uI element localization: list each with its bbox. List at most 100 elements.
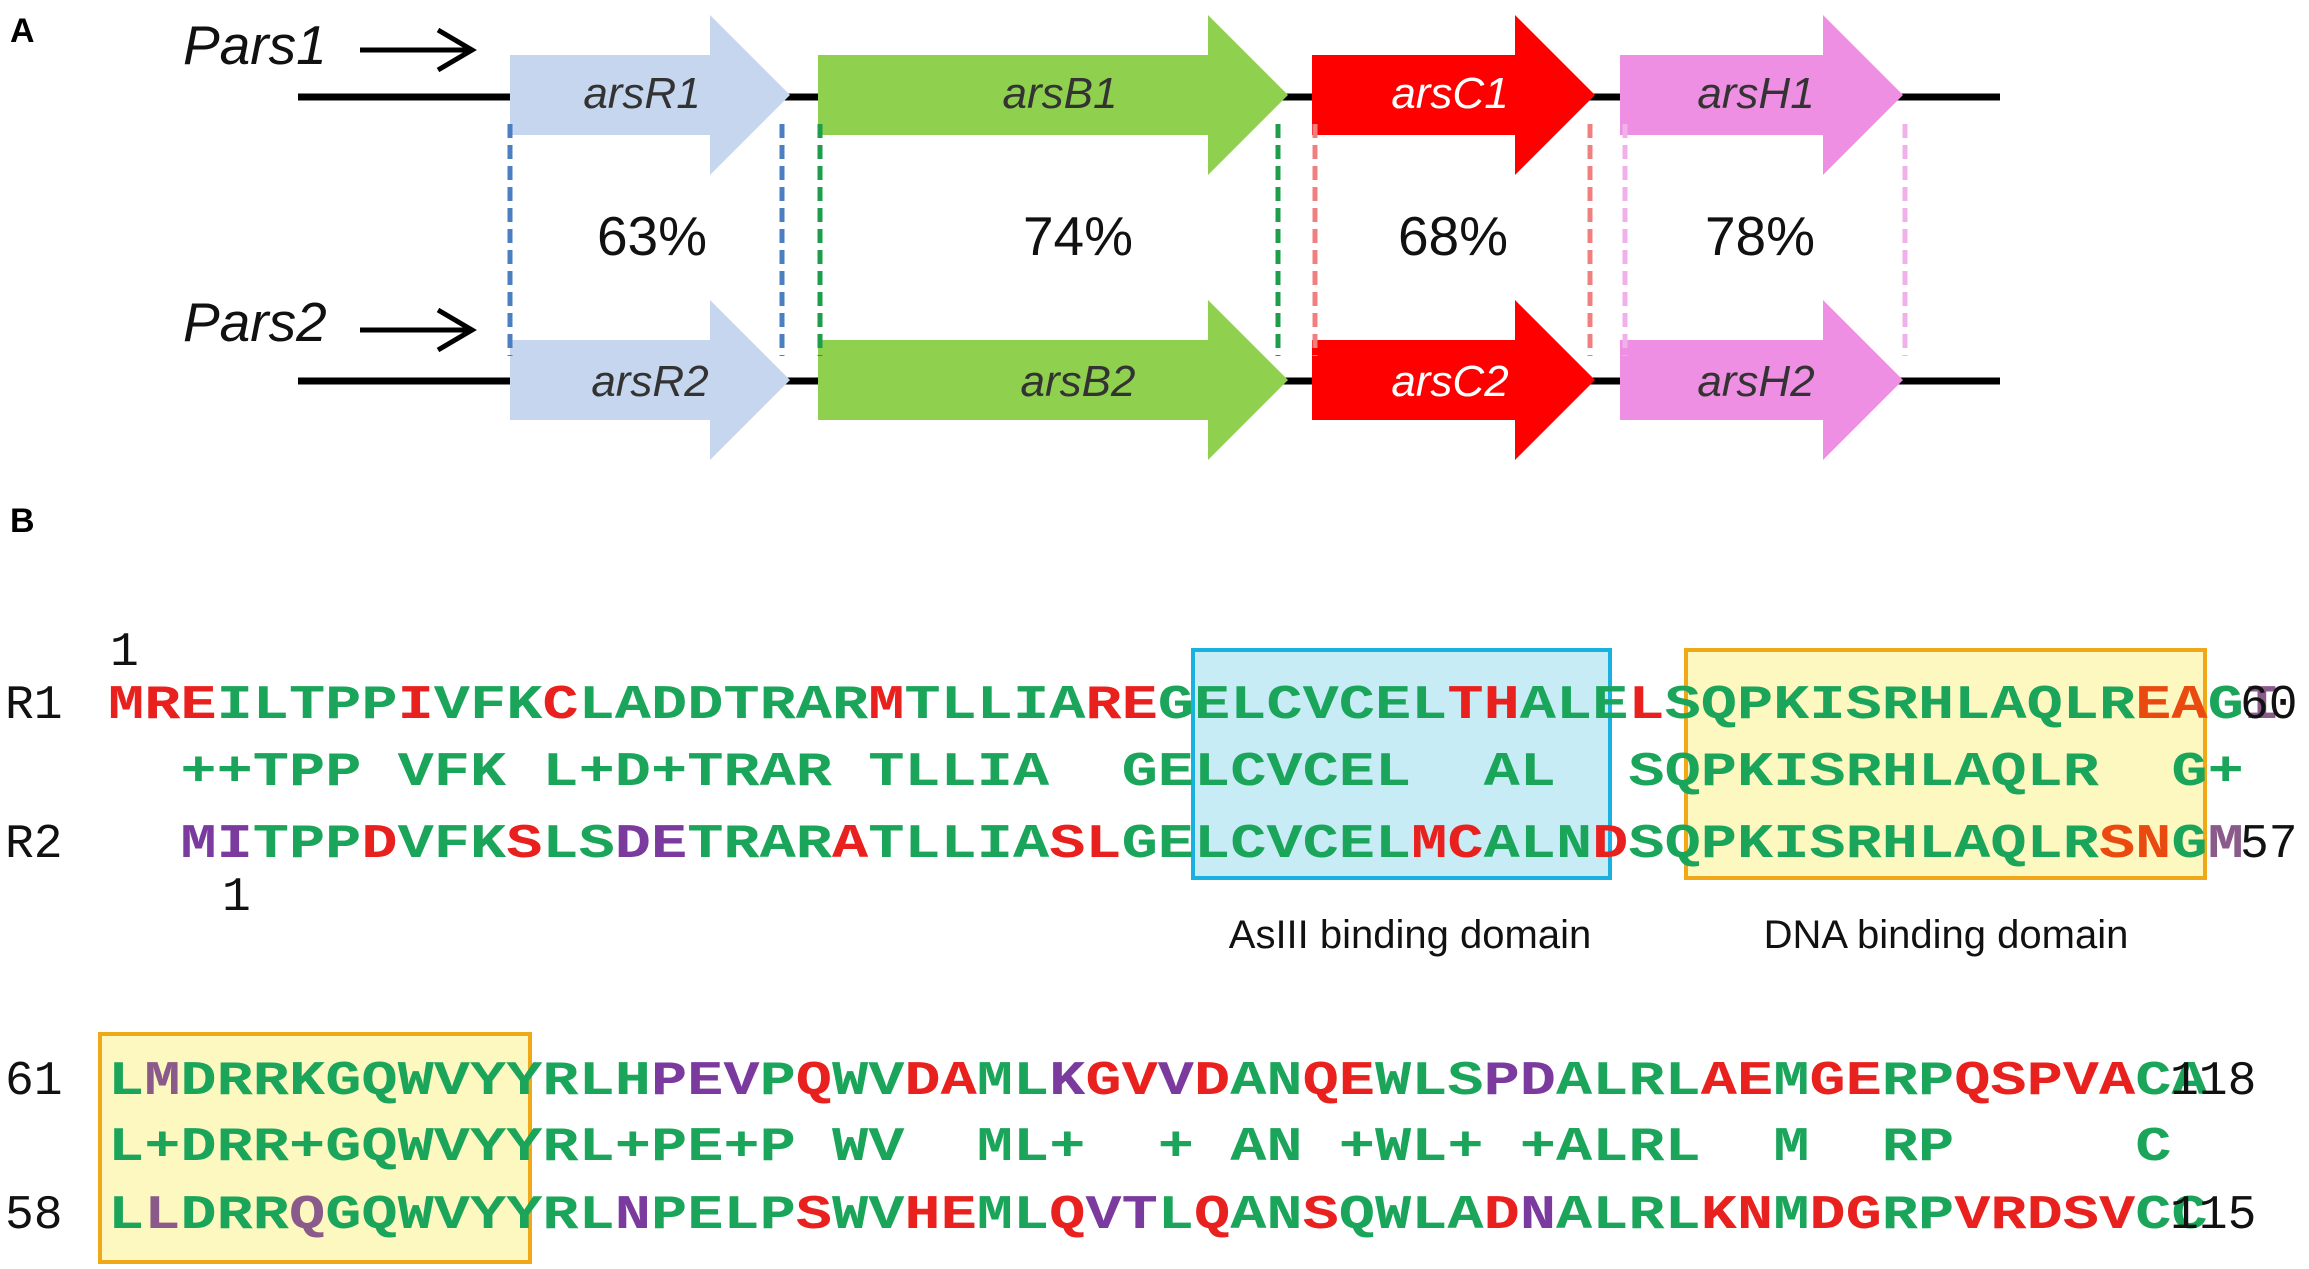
residue-segment: PEV	[651, 1055, 760, 1109]
residue-segment: Q	[1194, 1189, 1230, 1243]
residue-segment: TH	[1447, 679, 1519, 733]
residue-segment: WLA	[1375, 1189, 1484, 1243]
promoter-arrow-icon	[360, 307, 477, 353]
r2-row-name: R2	[5, 818, 63, 872]
residue-segment: WV	[832, 1055, 905, 1109]
residue-segment: MC	[1411, 818, 1483, 872]
residue-segment: K	[1049, 1055, 1085, 1109]
promoter-arrow-icon	[360, 27, 477, 73]
residue-segment: CC	[2135, 1189, 2207, 1243]
residue-segment: MRE	[108, 679, 217, 733]
residue-segment: L	[108, 1055, 144, 1109]
residue-segment: ALN	[1484, 818, 1593, 872]
panel-a: A Pars1 Pars2 arsR1 arsB1 arsC1 arsH1 ar…	[10, 12, 2000, 460]
identity-arsh: 78%	[1705, 205, 1815, 267]
residue-segment: QSPVA	[1954, 1055, 2135, 1109]
residue-segment: MI	[180, 818, 252, 872]
residue-segment: GELCVCEL	[1158, 679, 1448, 733]
gene-label-arsr2: arsR2	[591, 357, 708, 406]
residue-segment: M	[868, 679, 904, 733]
residue-segment: QE	[1303, 1055, 1375, 1109]
gene-label-arsc1: arsC1	[1391, 69, 1508, 118]
residue-segment: DA	[904, 1055, 977, 1109]
r1-start-position-block2: 61	[5, 1055, 63, 1109]
r2-start-position: 1	[222, 871, 251, 925]
r1-end-position-block2: 118	[2170, 1055, 2256, 1109]
residue-segment: L	[144, 1189, 180, 1243]
residue-segment: SQPKISRHLAQLR	[1628, 818, 2099, 872]
residue-segment: VRDSV	[1954, 1189, 2135, 1243]
gene-label-arsh1: arsH1	[1697, 69, 1814, 118]
residue-segment: KN	[1701, 1189, 1773, 1243]
identity-arsr: 63%	[597, 205, 707, 267]
residue-segment: S	[1303, 1189, 1339, 1243]
r1-end-position: 60	[2240, 679, 2298, 733]
promoter-label-pars1: Pars1	[183, 14, 327, 76]
residue-segment: LADD	[579, 679, 724, 733]
residue-segment: Q	[1049, 1189, 1085, 1243]
residue-segment: ALRL	[1556, 1189, 1701, 1243]
residue-segment: TRAR	[723, 679, 868, 733]
dna-binding-domain-box-continued	[98, 1032, 532, 1264]
residue-segment: VFK	[398, 818, 507, 872]
residue-segment: M	[144, 1055, 180, 1109]
identity-arsc: 68%	[1398, 205, 1508, 267]
residue-segment: S	[796, 1189, 832, 1243]
residue-segment: ML	[977, 1189, 1049, 1243]
gene-arrow-arsr1	[510, 15, 790, 175]
r1-start-position: 1	[110, 626, 139, 680]
residue-segment: VT	[1085, 1189, 1157, 1243]
gene-label-arsb1: arsB1	[1003, 69, 1118, 118]
gene-arrow-arsb2	[818, 300, 1288, 460]
r2-start-position-block2: 58	[5, 1189, 63, 1243]
residue-segment: Q	[1339, 1189, 1375, 1243]
gene-label-arsb2: arsB2	[1021, 357, 1136, 406]
residue-segment: D	[361, 818, 397, 872]
residue-segment: P	[760, 1189, 796, 1243]
residue-segment: ALRL	[1556, 1055, 1701, 1109]
residue-segment: I	[398, 679, 434, 733]
residue-segment: D	[1592, 818, 1628, 872]
consensus-sequence-block1: ++TPP VFK L+D+TRAR TLLIA GELCVCEL AL SQP…	[108, 746, 2244, 800]
residue-segment: VFK	[434, 679, 543, 733]
residue-segment: TRAR	[687, 818, 832, 872]
residue-segment: D	[1520, 1055, 1556, 1109]
residue-segment: M	[1773, 1055, 1809, 1109]
residue-segment: DRR	[180, 1189, 289, 1243]
residue-segment: AN	[1230, 1055, 1302, 1109]
gene-label-arsr1: arsR1	[583, 69, 700, 118]
panel-b-label: B	[10, 502, 35, 540]
residue-segment: RLH	[542, 1055, 651, 1109]
residue-segment: TPP	[253, 818, 362, 872]
residue-segment: LS	[542, 818, 614, 872]
gene-arrow-arsc2	[1312, 300, 1595, 460]
residue-segment: Q	[289, 1189, 325, 1243]
residue-segment: N	[1520, 1189, 1556, 1243]
residue-segment: EA	[2135, 679, 2208, 733]
residue-segment: WV	[832, 1189, 905, 1243]
residue-segment: HE	[904, 1189, 976, 1243]
residue-segment: ML	[977, 1055, 1049, 1109]
dna-binding-domain-label: DNA binding domain	[1764, 913, 2129, 957]
consensus-sequence-block2: L+DRR+GQWVYYRL+PE+P WV ML+ + AN +WL+ +AL…	[108, 1121, 2171, 1175]
gene-arrow-arsb1	[818, 15, 1288, 175]
gene-arrow-arsh2	[1620, 300, 1903, 460]
residue-segment: D	[1194, 1055, 1230, 1109]
residue-segment: C	[542, 679, 578, 733]
residue-segment: DG	[1809, 1189, 1881, 1243]
residue-segment: RP	[1882, 1055, 1954, 1109]
residue-segment: SL	[1049, 818, 1121, 872]
residue-segment: L	[1158, 1189, 1194, 1243]
panel-a-label: A	[10, 12, 35, 50]
r2-end-position: 57	[2240, 818, 2298, 872]
residue-segment: L	[1628, 679, 1664, 733]
asiii-binding-domain-box	[1191, 648, 1612, 880]
residue-segment: P	[760, 1055, 796, 1109]
gene-arrow-arsc1	[1312, 15, 1595, 175]
gene-label-arsc2: arsC2	[1391, 357, 1508, 406]
residue-segment: TLLIA	[868, 818, 1049, 872]
residue-segment: GV	[1085, 1055, 1158, 1109]
residue-segment: GELCVCEL	[1122, 818, 1412, 872]
residue-segment: RP	[1882, 1189, 1954, 1243]
residue-segment: P	[1484, 1055, 1520, 1109]
